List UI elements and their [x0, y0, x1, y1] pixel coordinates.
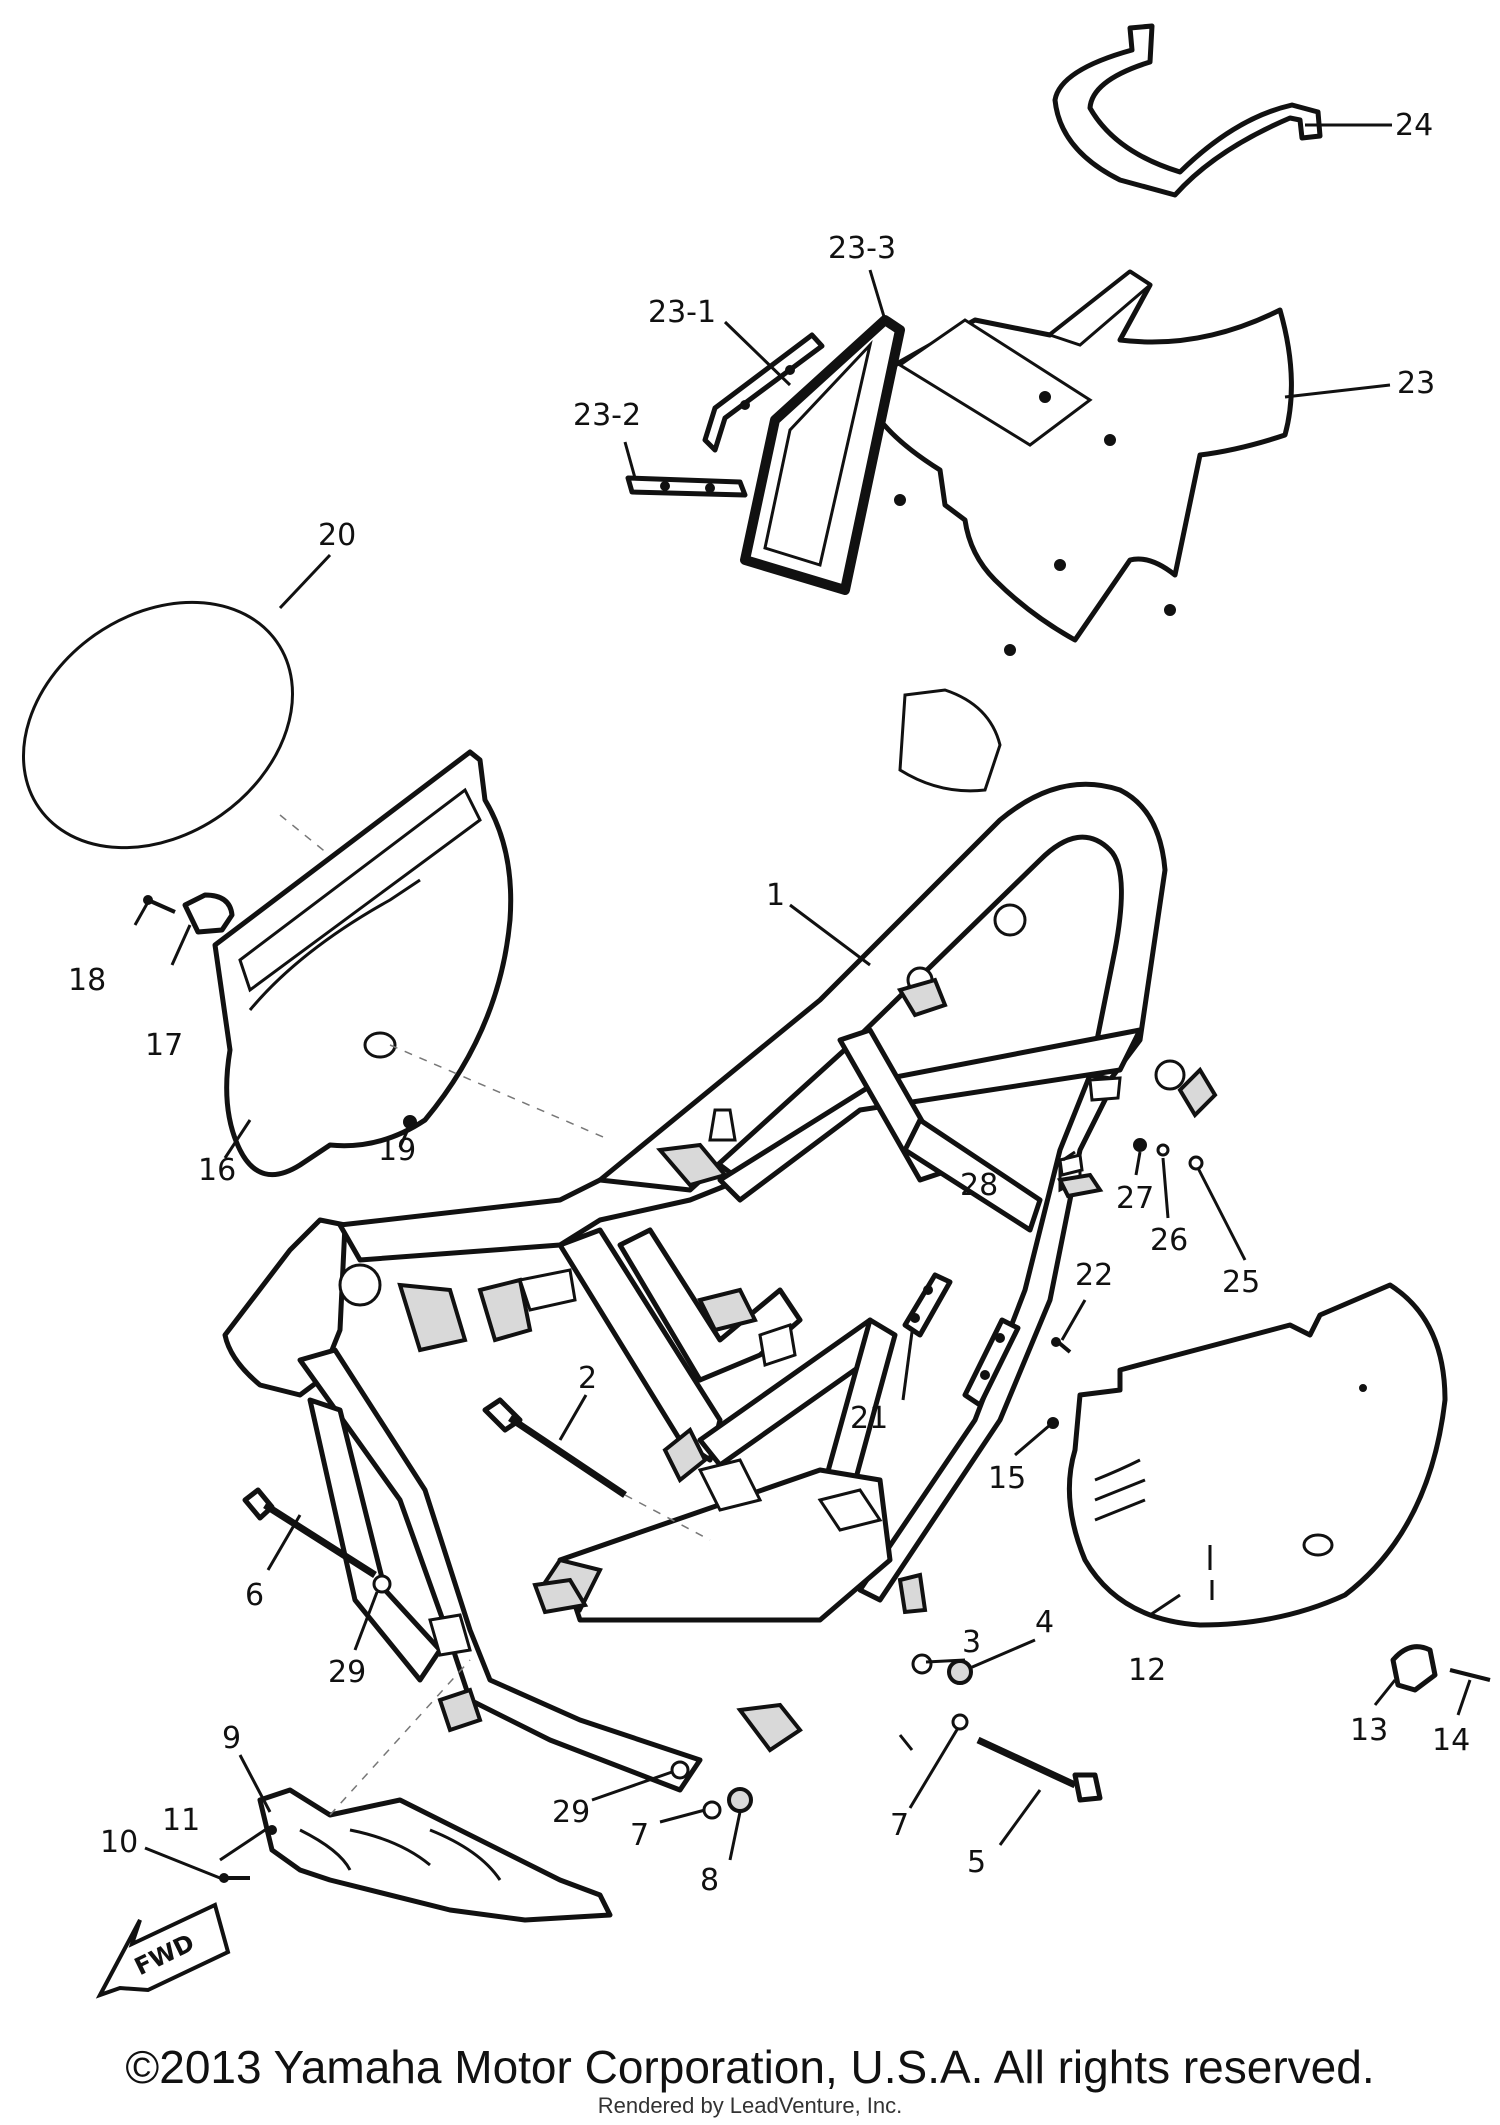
callout-18: 18: [68, 963, 106, 998]
callout-4: 4: [1035, 1605, 1054, 1640]
screw-18-part: [143, 895, 176, 914]
bracket-21-part: [902, 1272, 953, 1338]
callout-2: 2: [578, 1361, 597, 1396]
callout-12: 12: [1128, 1653, 1166, 1688]
callout-3: 3: [962, 1625, 981, 1660]
bracket-1-part: [962, 1317, 1021, 1408]
washer-29b-part: [670, 1760, 690, 1780]
callout-14: 14: [1432, 1723, 1470, 1758]
callout-23-1: 23-1: [648, 295, 716, 330]
bolt-25-part: [1188, 1155, 1204, 1171]
callout-16: 16: [198, 1153, 236, 1188]
grommet-13-part: [1390, 1644, 1438, 1693]
copyright-notice: ©2013 Yamaha Motor Corporation, U.S.A. A…: [125, 2041, 1375, 2093]
nut-4-part: [947, 1659, 973, 1685]
bracket-23-2-part: [625, 475, 748, 498]
callout-29b: 29: [552, 1795, 590, 1830]
clip-15-part: [1047, 1417, 1059, 1429]
washer-26-part: [1156, 1143, 1170, 1157]
callout-13: 13: [1350, 1713, 1388, 1748]
rear-fender-part: [877, 269, 1294, 793]
nut-27-part: [1133, 1138, 1147, 1152]
grommet-17-part: [182, 892, 235, 935]
callout-22: 22: [1075, 1258, 1113, 1293]
callout-9: 9: [222, 1721, 241, 1756]
oval-decal-part: [22, 600, 294, 850]
screw-14-part: [1449, 1668, 1491, 1682]
callout-23: 23: [1397, 366, 1435, 401]
rendered-by-credit: Rendered by LeadVenture, Inc.: [597, 2093, 903, 2118]
skid-plate-part: [257, 1659, 613, 1923]
callout-7b: 7: [890, 1808, 909, 1843]
callout-29a: 29: [328, 1655, 366, 1690]
callout-20: 20: [318, 518, 356, 553]
callout-26: 26: [1150, 1223, 1188, 1258]
callout-28: 28: [960, 1168, 998, 1203]
callout-1: 1: [766, 878, 785, 913]
callout-23-3: 23-3: [828, 231, 896, 266]
washer-7b-part: [951, 1713, 969, 1731]
bolt-22-part: [1051, 1337, 1072, 1354]
callout-24: 24: [1395, 108, 1433, 143]
nut-8-part: [727, 1787, 753, 1813]
bolt-2-part: [482, 1397, 711, 1541]
callout-10: 10: [100, 1825, 138, 1860]
callout-23-2: 23-2: [573, 398, 641, 433]
callout-17: 17: [145, 1028, 183, 1063]
callout-27: 27: [1116, 1181, 1154, 1216]
washer-11-part: [267, 1825, 277, 1835]
callout-5: 5: [967, 1845, 986, 1880]
callout-6: 6: [245, 1578, 264, 1613]
washer-7a-part: [702, 1800, 722, 1820]
callout-11: 11: [162, 1803, 200, 1838]
bracket-23-1-part: [702, 332, 825, 453]
callout-7a: 7: [630, 1818, 649, 1853]
washer-29a-part: [372, 1574, 392, 1594]
bolt-6-part: [242, 1487, 377, 1578]
callout-21: 21: [850, 1401, 888, 1436]
leader-lines: [133, 123, 1472, 1880]
side-cover-left-part: [212, 749, 514, 1178]
callout-labels: 24 23-3 23-1 23 23-2 20 1 18 17 16 19 28…: [68, 108, 1470, 1898]
main-frame-part: [222, 781, 1218, 1793]
callout-15: 15: [988, 1461, 1026, 1496]
bolt-5-part: [976, 1736, 1103, 1803]
side-cover-right-part: [1066, 1282, 1448, 1628]
fwd-arrow-icon: FWD: [95, 1902, 231, 1999]
callout-19: 19: [378, 1133, 416, 1168]
circlip-part: [898, 1734, 914, 1751]
grab-bar-part: [1052, 23, 1323, 198]
bolt-10-part: [219, 1873, 250, 1883]
callout-25: 25: [1222, 1265, 1260, 1300]
callout-8: 8: [700, 1863, 719, 1898]
washer-3-part: [911, 1653, 933, 1675]
number-plate-23-3-part: [740, 315, 905, 595]
